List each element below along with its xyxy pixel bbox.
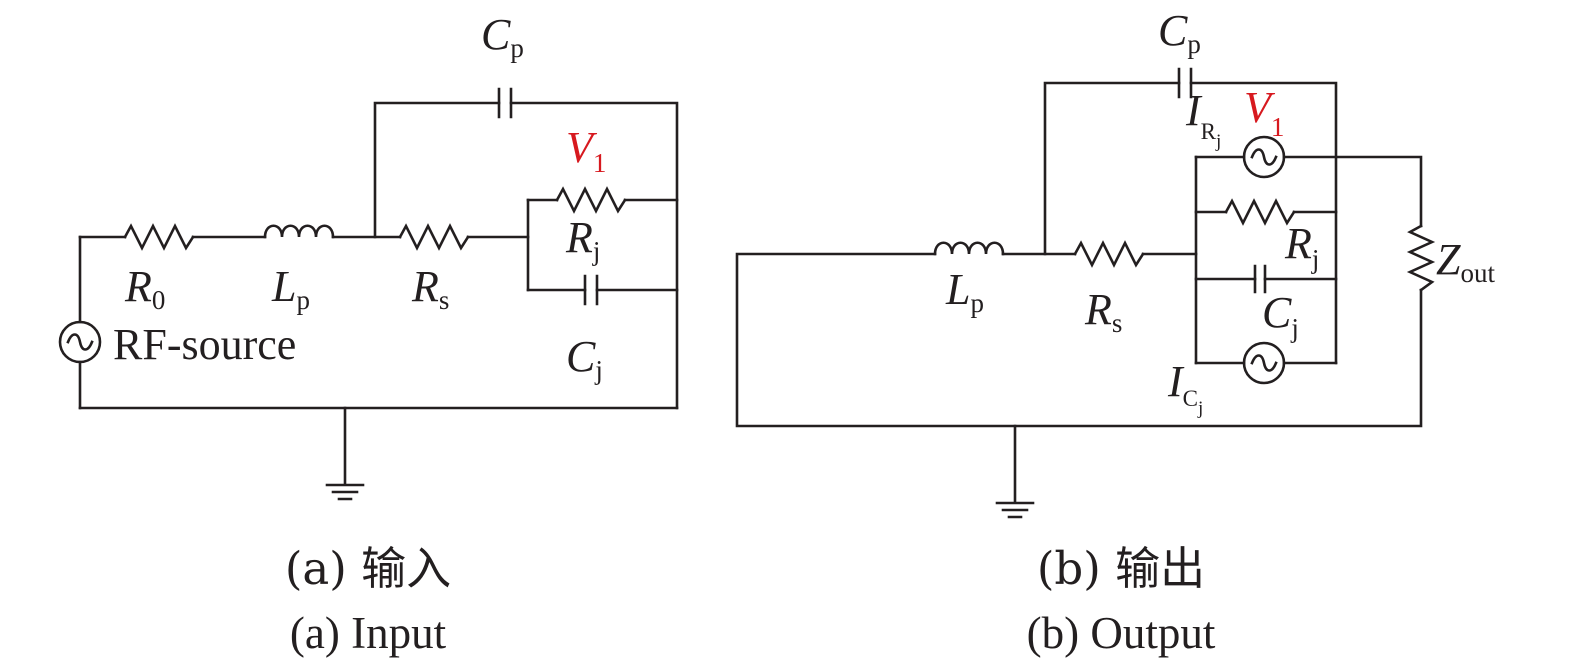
output-label-cp: Cp — [1158, 6, 1201, 59]
input-label-cj: Cj — [566, 332, 603, 385]
output-label-irj: IRj — [1185, 86, 1221, 152]
output-cp-capacitor — [1177, 67, 1193, 99]
output-irj-source-symbol — [1242, 135, 1286, 179]
output-label-rj: Rj — [1284, 219, 1319, 274]
output-label-icj: ICj — [1167, 357, 1203, 419]
output-caption-en: (b) Output — [1027, 608, 1216, 658]
input-circuit — [58, 87, 679, 501]
output-cp-bypass-wire — [1043, 81, 1338, 365]
output-irj-branch-wire — [1194, 155, 1423, 228]
input-label-rs: Rs — [411, 262, 449, 315]
output-outer-wire — [735, 252, 1423, 428]
input-caption-zh: (a) 输入 — [285, 542, 451, 595]
output-label-lp: Lp — [945, 265, 984, 318]
output-rs-resistor — [1073, 240, 1145, 268]
input-cp-bypass-wire — [373, 101, 679, 410]
input-rf-source-symbol — [58, 320, 102, 364]
input-label-r0: R0 — [124, 262, 165, 315]
output-label-zout: Zout — [1436, 235, 1495, 288]
input-label-v1: V1 — [566, 123, 606, 178]
output-label-cj: Cj — [1262, 288, 1299, 343]
input-caption-en: (a) Input — [290, 608, 447, 658]
output-icj-source-symbol — [1242, 341, 1286, 385]
output-ground-symbol — [995, 424, 1035, 519]
input-label-cp: Cp — [481, 10, 524, 63]
input-label-lp: Lp — [271, 262, 310, 315]
input-ground-symbol — [325, 406, 365, 501]
output-rj-resistor — [1224, 198, 1296, 226]
output-lp-inductor — [933, 241, 1005, 256]
input-rs-resistor — [398, 223, 470, 251]
output-label-rs: Rs — [1084, 285, 1122, 338]
input-label-rf-source: RF-source — [113, 320, 296, 369]
output-caption-zh: (b) 输出 — [1037, 542, 1205, 595]
input-label-rj: Rj — [565, 213, 600, 266]
input-lp-inductor — [263, 224, 335, 239]
input-cj-capacitor — [583, 274, 599, 306]
output-cj-capacitor — [1253, 264, 1267, 294]
output-zout-resistor — [1406, 224, 1436, 292]
input-rj-resistor — [555, 186, 627, 214]
input-r0-resistor — [123, 223, 195, 251]
output-label-v1: V1 — [1244, 83, 1284, 142]
input-cp-capacitor — [497, 87, 513, 119]
output-circuit — [735, 67, 1436, 519]
